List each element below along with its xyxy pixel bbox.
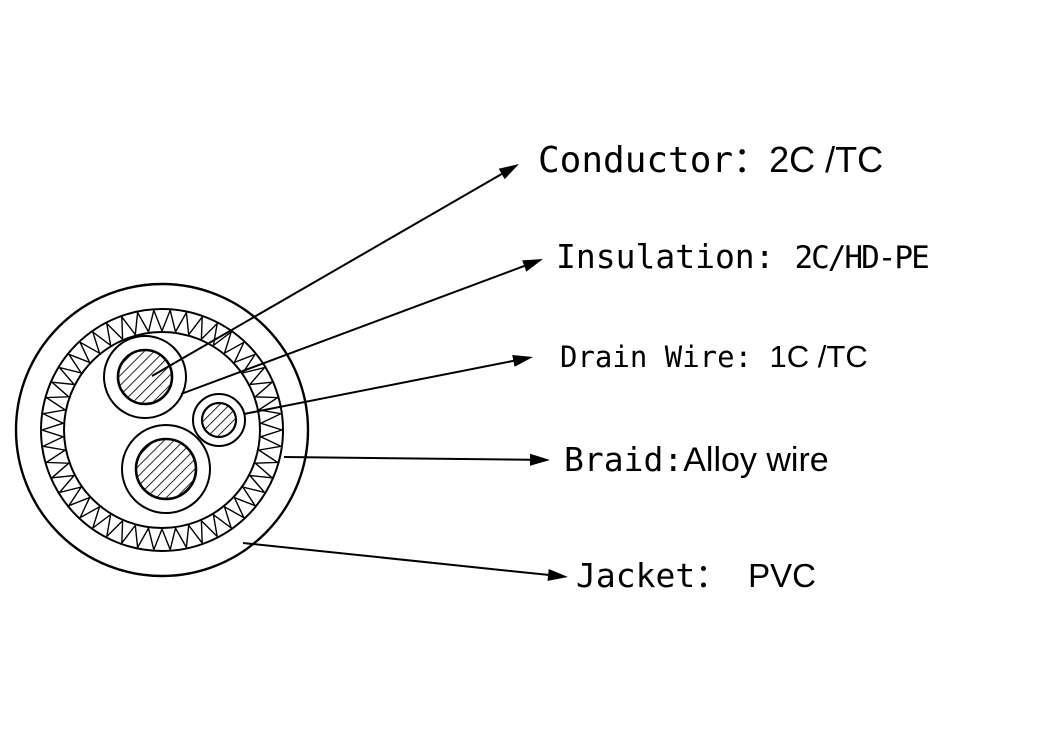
label-drain-wire-name: Drain Wire xyxy=(560,340,735,374)
leader-arrows xyxy=(151,164,568,581)
label-insulation: Insulation: 2C/HD-PE xyxy=(556,237,930,276)
arrowhead-icon xyxy=(547,568,568,581)
leader-line xyxy=(283,456,531,461)
label-conductor-name: Conductor xyxy=(538,140,734,181)
arrowhead-icon xyxy=(529,453,550,466)
label-braid: Braid:Alloy wire xyxy=(564,443,829,477)
leader-line xyxy=(180,265,525,395)
leader-line xyxy=(243,359,514,415)
arrowhead-icon xyxy=(498,164,519,180)
label-insulation-colon: : xyxy=(754,237,795,276)
label-braid-value: Alloy wire xyxy=(683,441,829,479)
label-braid-colon: : xyxy=(663,440,684,479)
label-insulation-value: 2C/HD-PE xyxy=(794,240,929,276)
label-drain-wire-value: 1C /TC xyxy=(769,339,868,374)
leader-line xyxy=(151,173,503,377)
label-insulation-name: Insulation xyxy=(556,237,755,276)
leader-line xyxy=(242,542,549,576)
label-conductor: Conductor：2C /TC xyxy=(538,142,883,179)
label-jacket-value: PVC xyxy=(748,557,816,594)
braid-zigzag-pattern xyxy=(39,308,285,552)
conductor-core-bottom xyxy=(134,437,198,501)
label-jacket-name: Jacket xyxy=(576,556,696,595)
label-drain-wire: Drain Wire: 1C /TC xyxy=(560,341,868,372)
label-braid-name: Braid xyxy=(564,440,664,479)
label-jacket: Jacket： PVC xyxy=(576,559,816,592)
arrowhead-icon xyxy=(522,259,543,272)
label-jacket-colon: ： xyxy=(695,556,749,595)
jacket-outline xyxy=(14,282,310,578)
label-conductor-colon: ： xyxy=(733,140,770,181)
label-conductor-value: 2C /TC xyxy=(769,139,884,180)
drain-wire-core xyxy=(200,401,238,439)
label-drain-wire-colon: : xyxy=(734,340,770,374)
conductor-core-top xyxy=(116,348,174,406)
arrowhead-icon xyxy=(512,354,533,367)
